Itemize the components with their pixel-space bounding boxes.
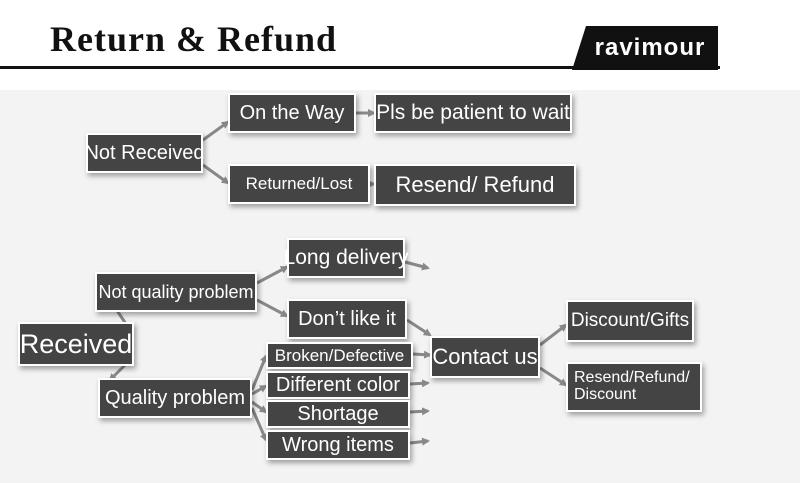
arrow-contact-resend — [539, 366, 568, 387]
arrow-not-received-returned — [202, 163, 230, 185]
node-wrong-items: Wrong items — [266, 430, 410, 460]
arrow-broken-contact — [412, 350, 432, 359]
page-title: Return & Refund — [50, 19, 338, 59]
node-long-delivery: Long delivery — [284, 238, 408, 278]
arrow-color-out — [409, 379, 430, 388]
arrow-shortage-out — [409, 407, 430, 416]
arrow-dont-like-contact — [406, 318, 432, 337]
node-resend-refund-discount: Resend/Refund/ Discount — [566, 362, 702, 412]
node-quality-problem: Quality problem — [98, 378, 252, 418]
node-label-line-1: Resend/Refund/ — [574, 369, 690, 387]
node-label: Resend/ Refund — [395, 172, 555, 198]
node-not-received: Not Received — [84, 133, 205, 173]
node-label: Wrong items — [282, 433, 394, 456]
node-label: Different color — [275, 373, 401, 396]
node-label: Broken/Defective — [274, 345, 405, 365]
node-not-quality-problem: Not quality problem — [95, 272, 257, 312]
arrow-quality-color — [251, 384, 268, 396]
arrow-not-received-on-the-way — [202, 120, 230, 142]
node-broken-defective: Broken/Defective — [266, 342, 413, 369]
node-label: Shortage — [297, 402, 379, 425]
title-underline — [0, 66, 720, 69]
node-dont-like-it: Don’t like it — [287, 299, 407, 339]
arrow-not-quality-long-delivery — [256, 265, 289, 285]
arrow-quality-wrong — [250, 407, 268, 442]
node-label: Received — [19, 328, 133, 359]
arrow-contact-discount — [539, 323, 568, 347]
node-label: Not Received — [84, 141, 205, 164]
header: Return & Refund ravimour — [0, 0, 800, 90]
node-received: Received — [18, 322, 134, 366]
arrow-quality-shortage — [251, 400, 268, 414]
node-label-line-2: Discount — [574, 386, 637, 403]
node-shortage: Shortage — [266, 400, 410, 428]
node-label: Pls be patient to wait — [376, 100, 570, 124]
node-label: Don’t like it — [298, 307, 396, 330]
node-on-the-way: On the Way — [228, 93, 356, 133]
node-discount-gifts: Discount/Gifts — [566, 300, 694, 342]
node-patient: Pls be patient to wait — [374, 93, 572, 133]
arrow-wrong-out — [409, 437, 430, 446]
node-label: Long delivery — [283, 245, 409, 269]
node-different-color: Different color — [266, 371, 410, 399]
arrow-not-quality-dont-like — [256, 298, 289, 318]
node-label: Contact us — [432, 344, 538, 370]
node-label: Quality problem — [104, 386, 246, 409]
node-label: On the Way — [239, 101, 345, 124]
arrow-long-delivery-out — [404, 260, 430, 271]
brand-logo: ravimour — [572, 26, 718, 70]
node-label: Discount/Gifts — [570, 310, 690, 332]
node-label: Returned/Lost — [245, 174, 353, 194]
node-contact-us: Contact us — [430, 336, 540, 378]
arrow-quality-broken — [250, 354, 268, 391]
node-label: Not quality problem — [98, 281, 254, 302]
node-returned-lost: Returned/Lost — [228, 164, 370, 204]
node-resend-refund: Resend/ Refund — [374, 164, 576, 206]
